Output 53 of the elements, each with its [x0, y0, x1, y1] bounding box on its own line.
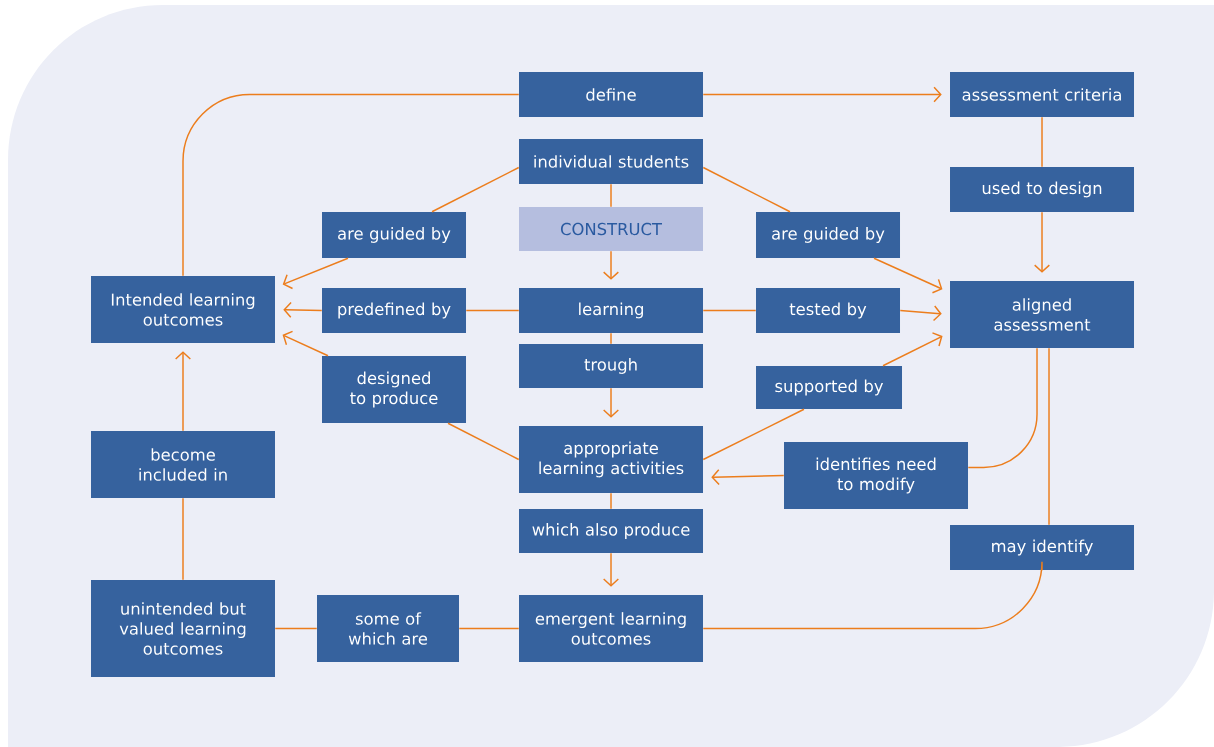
- linking-phrase-box: trough: [519, 344, 703, 388]
- arrow: [283, 301, 323, 318]
- connector-line: [465, 309, 520, 312]
- linking-phrase-box: tested by: [756, 288, 900, 333]
- concept-box: appropriate learning activities: [519, 426, 703, 493]
- arrow: [882, 332, 943, 367]
- concept-box: unintended but valued learning outcomes: [91, 580, 275, 677]
- linking-phrase-box: become included in: [91, 431, 275, 498]
- arrow: [602, 250, 620, 280]
- linking-phrase-box: designed to produce: [322, 356, 466, 423]
- connector-line: [1048, 347, 1050, 526]
- concept-box: aligned assessment: [950, 281, 1134, 348]
- linking-phrase-box: are guided by: [322, 212, 466, 258]
- connector-line: [702, 309, 757, 312]
- connector-line: [610, 492, 612, 510]
- concept-box: assessment criteria: [950, 72, 1134, 117]
- concept-box: individual students: [519, 139, 703, 184]
- connector-line: [1041, 116, 1043, 168]
- arrow: [174, 351, 192, 432]
- arrow: [711, 469, 785, 486]
- connector-line: [458, 627, 520, 630]
- connector-line: [967, 347, 1038, 469]
- arrow: [899, 305, 942, 322]
- linking-phrase-box: which also produce: [519, 509, 703, 553]
- arrow: [282, 330, 329, 357]
- arrow: [702, 86, 942, 103]
- keyword-box: CONSTRUCT: [519, 207, 703, 251]
- concept-box: emergent learning outcomes: [519, 595, 703, 662]
- arrow: [1033, 211, 1051, 273]
- connector-line: [702, 561, 1043, 630]
- linking-phrase-box: identifies need to modify: [784, 442, 968, 509]
- concept-box: Intended learning outcomes: [91, 276, 275, 343]
- connector-line: [610, 183, 612, 208]
- linking-phrase-box: supported by: [756, 366, 902, 409]
- connector-line: [274, 627, 318, 630]
- linking-phrase-box: may identify: [950, 525, 1134, 570]
- connector-line: [702, 408, 805, 461]
- arrow: [602, 552, 620, 587]
- linking-phrase-box: are guided by: [756, 212, 900, 258]
- arrow: [873, 257, 943, 294]
- connector-line: [610, 332, 612, 345]
- linking-phrase-box: predefined by: [322, 288, 466, 333]
- arrow: [282, 257, 349, 290]
- linking-phrase-box: some of which are: [317, 595, 459, 662]
- linking-phrase-box: define: [519, 72, 703, 117]
- connector-line: [431, 166, 520, 213]
- concept-box: learning: [519, 288, 703, 333]
- arrow: [602, 387, 620, 418]
- connector-line: [702, 166, 791, 213]
- connector-line: [182, 497, 184, 581]
- connector-line: [447, 422, 520, 461]
- linking-phrase-box: used to design: [950, 167, 1134, 212]
- connector-line: [182, 93, 520, 277]
